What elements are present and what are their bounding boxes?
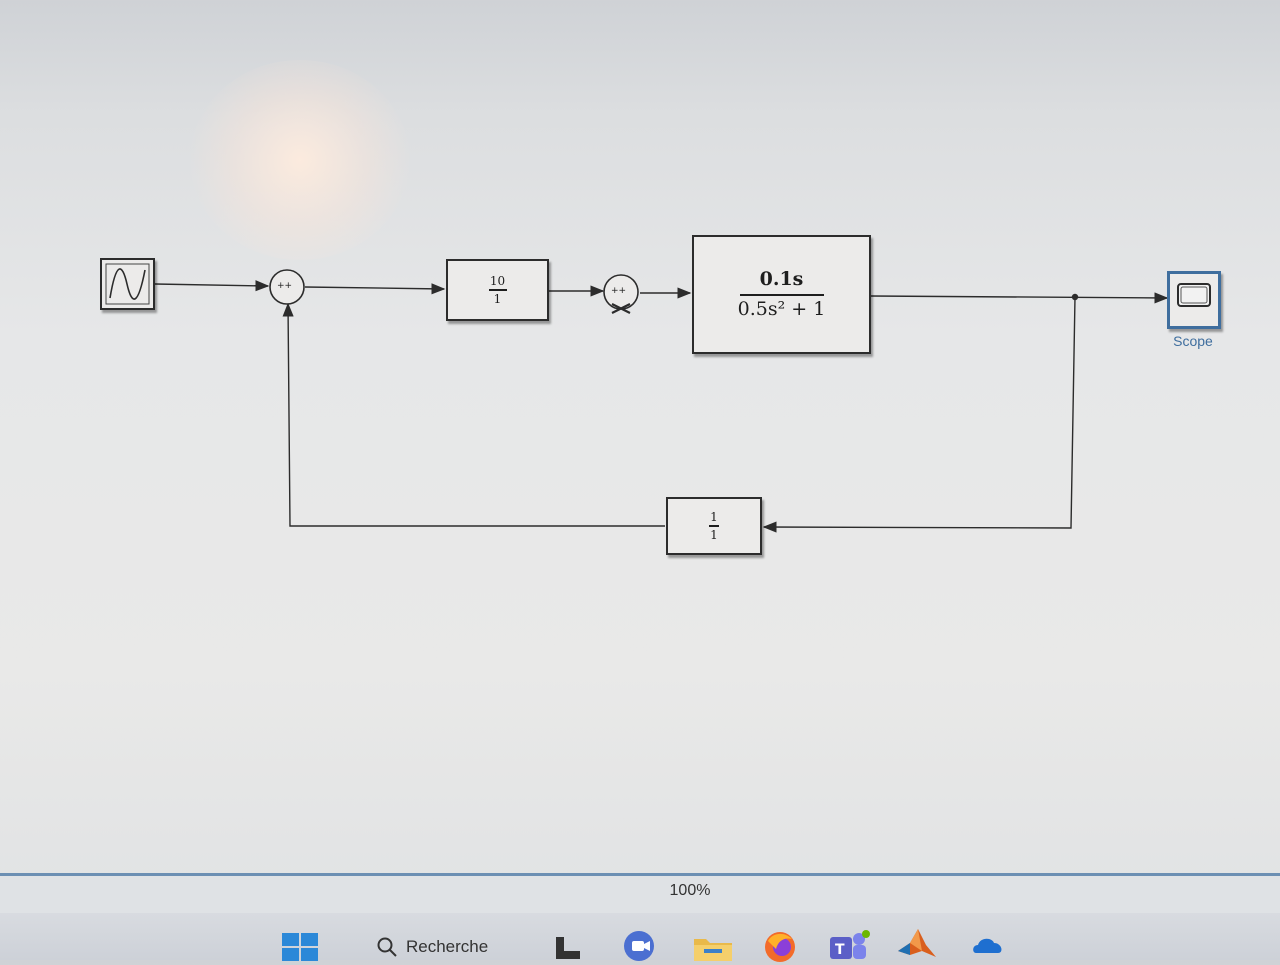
video-call-icon[interactable] [622,929,662,963]
sum2-signs: ++ [611,286,627,296]
signal-line-sum1-gain [304,283,446,295]
feedback-numerator: 1 [710,509,718,524]
simulink-canvas[interactable]: ++ ++ 10 1 0.1s 0.5s² + 1 1 1 [0,0,1280,875]
zoom-level[interactable]: 100% [669,882,711,899]
signal-line-feedback-sum1 [282,302,665,527]
firefox-icon[interactable] [762,929,798,965]
svg-text:T: T [835,942,845,958]
sum-block-1 [269,269,305,305]
taskbar: Recherche T [0,913,1280,963]
branch-point [1071,293,1079,301]
file-explorer-icon[interactable] [692,933,734,963]
tf-denominator: 0.5s² + 1 [737,297,826,320]
gain-block[interactable]: 10 1 [446,259,549,321]
signal-line-feedback-branch [762,296,1076,533]
teams-icon[interactable]: T [826,929,870,963]
tf-numerator: 0.1s [759,267,804,290]
sum1-signs: ++ [277,281,293,291]
onedrive-icon[interactable] [972,935,1004,955]
file-icon[interactable] [554,935,584,961]
sine-wave-icon [105,263,150,305]
matlab-icon[interactable] [896,925,938,961]
status-bar: 100% [0,873,1280,916]
signal-lines [154,269,1169,533]
feedback-denominator: 1 [710,527,718,542]
signal-line-source-sum1 [154,280,270,292]
search-icon [377,937,397,957]
sum2-port-marker [611,303,631,314]
scope-icon [1177,283,1211,307]
windows-start-icon[interactable] [282,933,320,963]
feedback-gain-block[interactable]: 1 1 [666,497,762,555]
sine-wave-source-block[interactable] [100,258,155,310]
gain-numerator: 10 [489,273,506,288]
gain-denominator: 1 [493,291,502,306]
signal-line-tf-scope [869,292,1169,304]
taskbar-search[interactable]: Recherche [376,933,488,961]
scope-block[interactable] [1167,271,1221,329]
transfer-function-block[interactable]: 0.1s 0.5s² + 1 [692,235,871,354]
scope-label: Scope [1173,333,1213,349]
search-placeholder: Recherche [406,937,489,956]
